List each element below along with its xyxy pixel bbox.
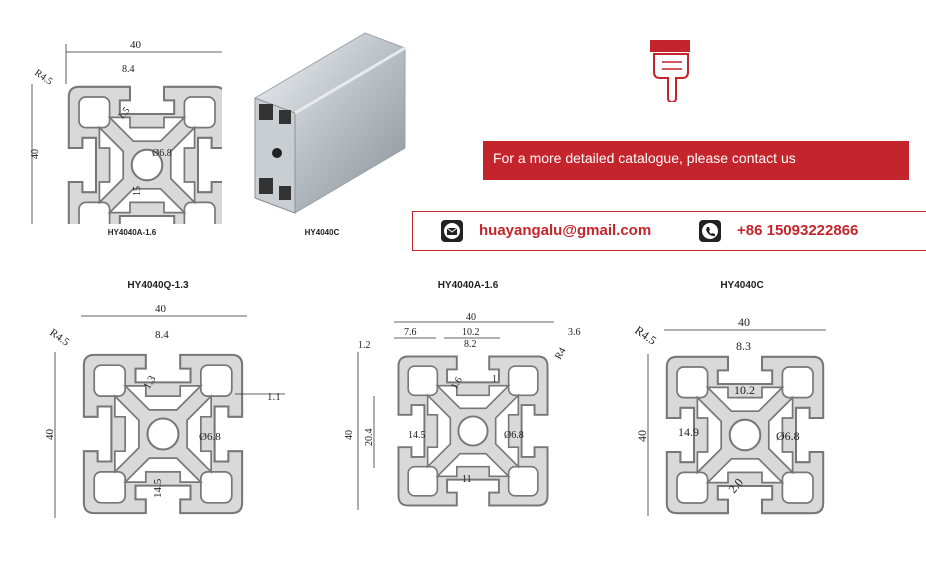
- dim-3.6: 3.6: [568, 327, 581, 338]
- dim-lip: 1: [492, 374, 497, 385]
- phone-icon: [699, 220, 721, 242]
- dim-width: 40: [155, 303, 167, 315]
- dim-width: 40: [130, 39, 142, 51]
- dim-hole: Ø6.8: [504, 430, 524, 441]
- phone-link[interactable]: +86 15093222866: [737, 222, 859, 239]
- envelope-icon: [441, 220, 463, 242]
- dim-lip: 1.1: [267, 391, 281, 403]
- catalogue-banner: For a more detailed catalogue, please co…: [483, 141, 909, 180]
- dim-slot: 8.4: [122, 64, 135, 75]
- drawing-a16: 40 7.6 10.2 8.2 3.6 1.2 R4 1.6 1 40 20.4…: [344, 312, 581, 510]
- email-link[interactable]: huayangalu@gmail.com: [479, 222, 652, 239]
- dim-height: 40: [635, 430, 649, 442]
- contact-bar: huayangalu@gmail.com +86 15093222866: [412, 211, 926, 251]
- dim-height: 40: [44, 429, 56, 441]
- dim-r4: R4: [553, 346, 568, 362]
- dim-hole: Ø6.8: [152, 148, 172, 159]
- dim-slot: 8.4: [155, 329, 169, 341]
- dim-8.2: 8.2: [464, 339, 477, 350]
- extrusion-photo: [254, 32, 406, 214]
- dim-depth: 14.5: [152, 478, 164, 498]
- hand-pointing-down-icon: [650, 40, 690, 102]
- dim-height: 40: [344, 430, 355, 440]
- caption-top-a16: HY4040A-1.6: [107, 228, 157, 237]
- dim-20.4: 20.4: [364, 429, 375, 447]
- dim-hole: Ø6.8: [776, 429, 800, 443]
- dim-width: 40: [466, 312, 476, 323]
- drawing-c: 40 R4.5 8.3 10.2 40 14.9 Ø6.8 2.0: [632, 315, 826, 516]
- caption-a16: HY4040A-1.6: [437, 280, 499, 291]
- caption-photo: HY4040C: [304, 228, 340, 237]
- dim-hole: Ø6.8: [199, 431, 221, 443]
- dim-10.2: 10.2: [734, 383, 755, 397]
- dim-14.9: 14.9: [678, 425, 699, 439]
- dim-depth: 15: [132, 186, 143, 196]
- dim-7.6: 7.6: [404, 327, 417, 338]
- dim-radius: R4.5: [32, 67, 54, 87]
- dim-slot: 8.3: [736, 339, 751, 353]
- drawing-top-a16: 40 8.4 R4.5 1.5 Ø6.8 40 15: [30, 39, 222, 224]
- dim-radius: R4.5: [47, 327, 72, 349]
- drawing-q13: 40 8.4 R4.5 1.3 1.1 Ø6.8 40 14.5: [44, 303, 285, 518]
- dim-radius: R4.5: [632, 323, 659, 348]
- dim-11: 11: [462, 474, 472, 485]
- dim-wall: 1.6: [449, 375, 465, 391]
- caption-c: HY4040C: [720, 280, 764, 291]
- caption-q13: HY4040Q-1.3: [127, 280, 189, 291]
- dim-10.2: 10.2: [462, 327, 480, 338]
- dim-14.5: 14.5: [408, 430, 426, 441]
- dim-height: 40: [30, 149, 41, 159]
- dim-1.2: 1.2: [358, 340, 371, 351]
- dim-width: 40: [738, 315, 750, 329]
